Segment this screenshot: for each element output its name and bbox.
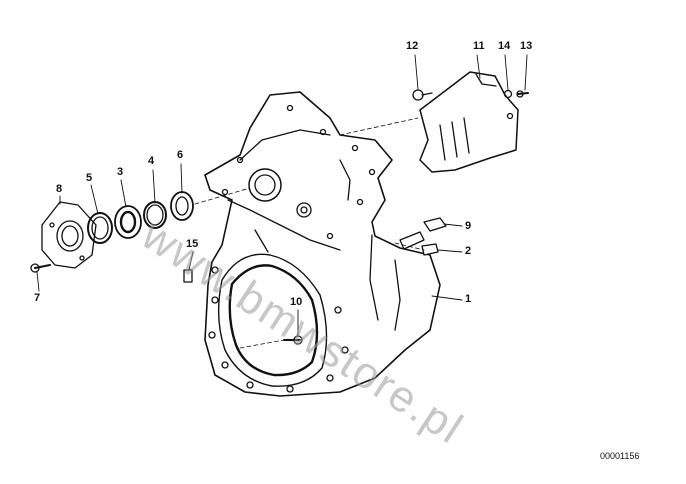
transmission-housing: [204, 91, 441, 397]
callout-6: 6: [177, 149, 184, 161]
callout-15: 15: [186, 238, 199, 250]
callout-7: 7: [34, 292, 41, 304]
bearing-stack: [30, 191, 194, 273]
leader-lines: [36, 54, 528, 337]
callout-5: 5: [86, 172, 93, 184]
callout-13: 13: [520, 40, 533, 52]
callout-10: 10: [290, 296, 303, 308]
callout-1: 1: [465, 293, 472, 305]
assembly-lines: [35, 117, 425, 349]
callout-14: 14: [498, 40, 511, 52]
callout-11: 11: [473, 40, 485, 52]
callout-12: 12: [406, 40, 419, 52]
callout-3: 3: [117, 166, 124, 178]
document-number: 00001156: [600, 451, 640, 461]
callout-4: 4: [148, 155, 155, 167]
small-fasteners: [183, 89, 529, 345]
callout-8: 8: [56, 183, 63, 195]
cover-plate: [419, 71, 519, 173]
callout-2: 2: [465, 245, 472, 257]
callout-9: 9: [465, 220, 472, 232]
